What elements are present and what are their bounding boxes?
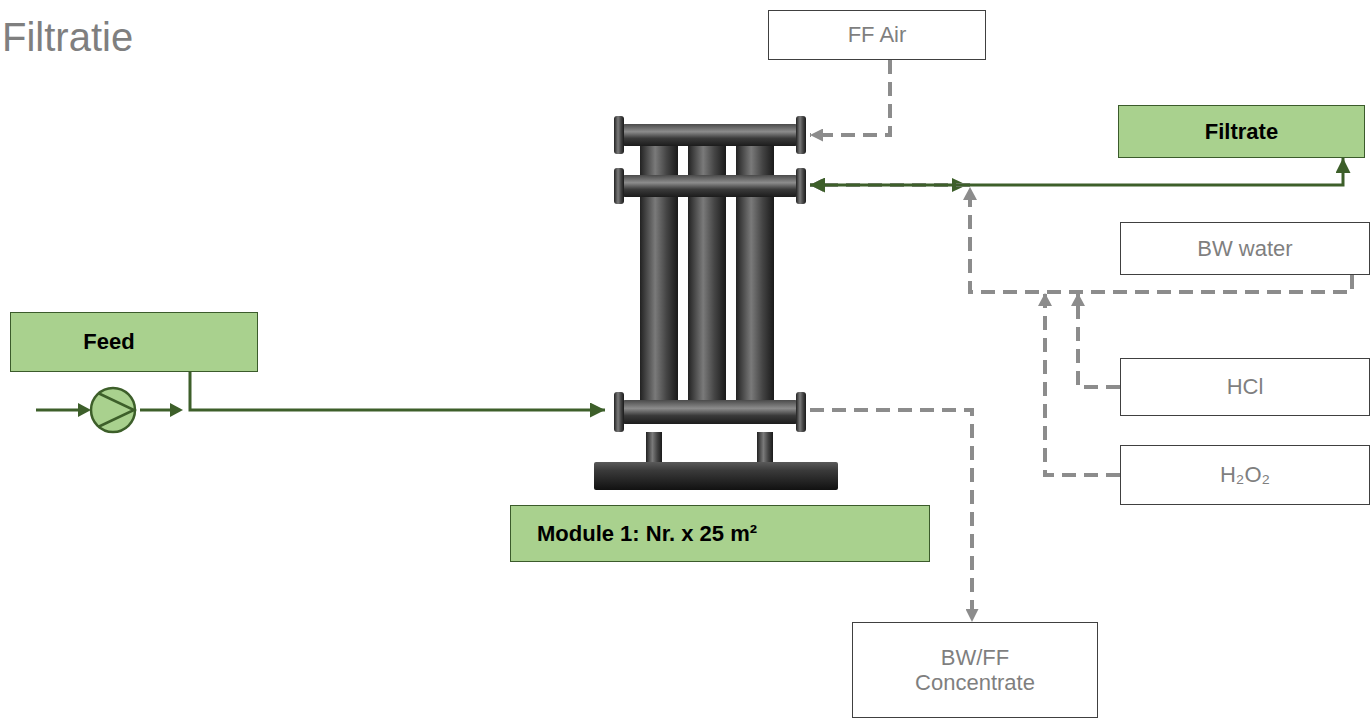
pump-inlet-head	[78, 403, 91, 417]
header-pipe	[622, 124, 798, 146]
module-label: Module 1: Nr. x 25 m²	[537, 521, 757, 546]
flange	[614, 116, 624, 154]
dashed-utility-line	[810, 185, 1120, 387]
dashed-utility-line	[810, 185, 1352, 292]
module-label-box: Module 1: Nr. x 25 m²	[510, 505, 930, 562]
input-box: HCl	[1120, 358, 1370, 416]
process-box: Filtrate	[1118, 105, 1365, 158]
dashed-utility-line	[810, 60, 890, 135]
pump-outlet-line	[140, 409, 172, 412]
process-flow-arrow	[810, 158, 1343, 185]
input-box: BW/FF Concentrate	[852, 622, 1098, 718]
pump-symbol	[91, 388, 135, 432]
box-label: FF Air	[848, 22, 907, 47]
module-base	[594, 462, 838, 490]
flange	[614, 392, 624, 432]
input-box: FF Air	[768, 10, 986, 60]
header-pipe	[622, 175, 798, 197]
feed-pump	[36, 388, 183, 432]
pump-inlet-line	[36, 409, 80, 412]
box-label: BW/FF Concentrate	[905, 645, 1045, 696]
flange	[614, 168, 624, 204]
input-box: BW water	[1120, 222, 1370, 275]
slide-title: Filtratie	[2, 15, 133, 59]
process-flow-arrow	[190, 372, 605, 410]
process-box: Feed	[10, 312, 258, 372]
flange	[796, 392, 806, 432]
box-label: Filtrate	[1205, 119, 1278, 144]
title-holder: Filtratie	[2, 15, 133, 59]
membrane-module	[594, 116, 838, 490]
box-label: Feed	[83, 329, 134, 354]
box-label: H₂O₂	[1220, 462, 1270, 487]
pump-outlet-head	[170, 403, 183, 417]
header-pipe	[622, 400, 798, 424]
flange	[796, 168, 806, 204]
flange	[796, 116, 806, 154]
input-box: H₂O₂	[1120, 445, 1370, 505]
pump-symbol-mark	[98, 393, 134, 427]
dashed-utility-line	[810, 185, 1120, 475]
box-label: HCl	[1227, 374, 1264, 399]
module-leg	[757, 432, 773, 462]
membrane-module-node: Module 1: Nr. x 25 m²	[605, 115, 810, 490]
box-label: BW water	[1197, 236, 1292, 261]
module-leg	[646, 432, 662, 462]
